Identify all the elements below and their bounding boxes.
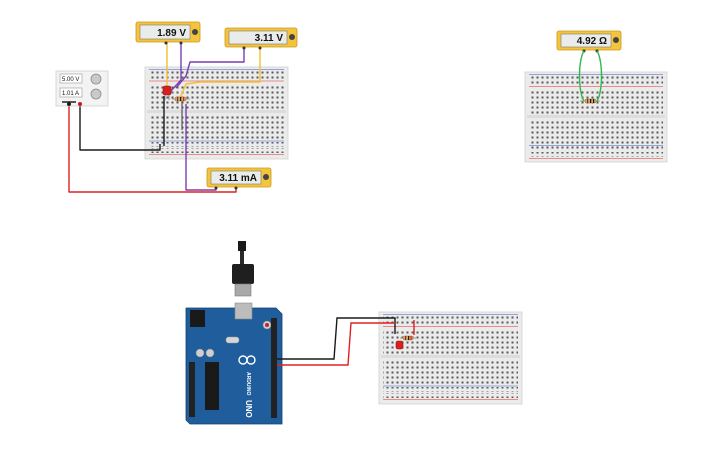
resistor-main[interactable] — [172, 96, 190, 102]
meter-dial-icon[interactable] — [613, 37, 619, 43]
supply-current-display — [59, 87, 83, 98]
voltage-knob[interactable] — [90, 73, 102, 85]
meter-probe-b[interactable] — [179, 41, 183, 45]
meter-screen — [139, 24, 191, 40]
breadboard-resistance[interactable] — [524, 71, 668, 163]
power-supply[interactable]: 5.00 V 1.01 A — [55, 70, 109, 107]
reset-button-cap — [265, 323, 269, 327]
multimeter-resistance[interactable]: 4.92 Ω — [556, 30, 622, 53]
arduino-model: UNO — [244, 400, 253, 418]
arduino-uno[interactable]: ARDUINO UNO — [185, 302, 283, 425]
wire-purple-resistor-meter — [175, 46, 245, 89]
meter-probe-b[interactable] — [234, 186, 238, 190]
led-red-2[interactable] — [395, 340, 404, 350]
capacitor — [195, 348, 205, 358]
meter-dial-icon[interactable] — [263, 174, 269, 180]
power-header[interactable] — [189, 362, 195, 417]
wire-green-left — [578, 50, 585, 102]
wire-purple-led-meter — [169, 42, 182, 93]
meter-reading: 4.92 Ω — [577, 36, 607, 47]
wire-yellow-resistor-meter — [179, 46, 261, 99]
usb-cable[interactable] — [232, 241, 254, 297]
power-jack[interactable] — [190, 310, 205, 327]
meter-probe-a[interactable] — [242, 46, 246, 50]
multimeter-resistor-voltage[interactable]: 3.11 V — [224, 27, 298, 50]
meter-probe-a[interactable] — [214, 186, 218, 190]
meter-dial-icon[interactable] — [289, 34, 295, 40]
breadboard-arduino[interactable] — [378, 311, 523, 405]
meter-probe-a[interactable] — [164, 41, 168, 45]
supply-terminal-pos[interactable] — [78, 102, 82, 106]
meter-reading: 3.11 V — [255, 33, 284, 44]
supply-terminal-neg[interactable] — [67, 102, 71, 106]
wire-green-right — [596, 50, 603, 102]
resistor-measured[interactable] — [580, 98, 600, 104]
multimeter-current[interactable]: 3.11 mA — [206, 167, 272, 190]
resistor-2[interactable] — [400, 335, 416, 341]
supply-voltage-text: 5.00 V — [62, 77, 79, 83]
supply-voltage-display — [59, 73, 83, 84]
meter-reading: 1.89 V — [157, 28, 186, 39]
wires-main[interactable] — [68, 42, 261, 193]
meter-dial-icon[interactable] — [192, 29, 198, 35]
wires-arduino[interactable] — [277, 317, 415, 366]
microcontroller-chip — [205, 362, 219, 410]
meter-probe-b[interactable] — [258, 46, 262, 50]
crystal — [225, 336, 240, 344]
supply-current-text: 1.01 A — [62, 91, 79, 97]
current-knob[interactable] — [90, 88, 102, 100]
meter-screen — [210, 170, 262, 185]
arduino-logo-icon — [238, 355, 256, 365]
meter-reading: 3.11 mA — [219, 173, 257, 184]
meter-screen — [560, 33, 612, 48]
usb-port[interactable] — [234, 302, 253, 320]
digital-header[interactable] — [271, 318, 277, 418]
arduino-brand: ARDUINO — [245, 372, 251, 395]
wire-red-5v — [277, 322, 395, 366]
meter-screen — [228, 30, 288, 45]
capacitor — [205, 348, 215, 358]
led-red[interactable] — [162, 85, 172, 100]
wire-black-gnd — [277, 317, 396, 360]
wires-resistance[interactable] — [578, 50, 603, 102]
multimeter-led-voltage[interactable]: 1.89 V — [135, 21, 201, 45]
